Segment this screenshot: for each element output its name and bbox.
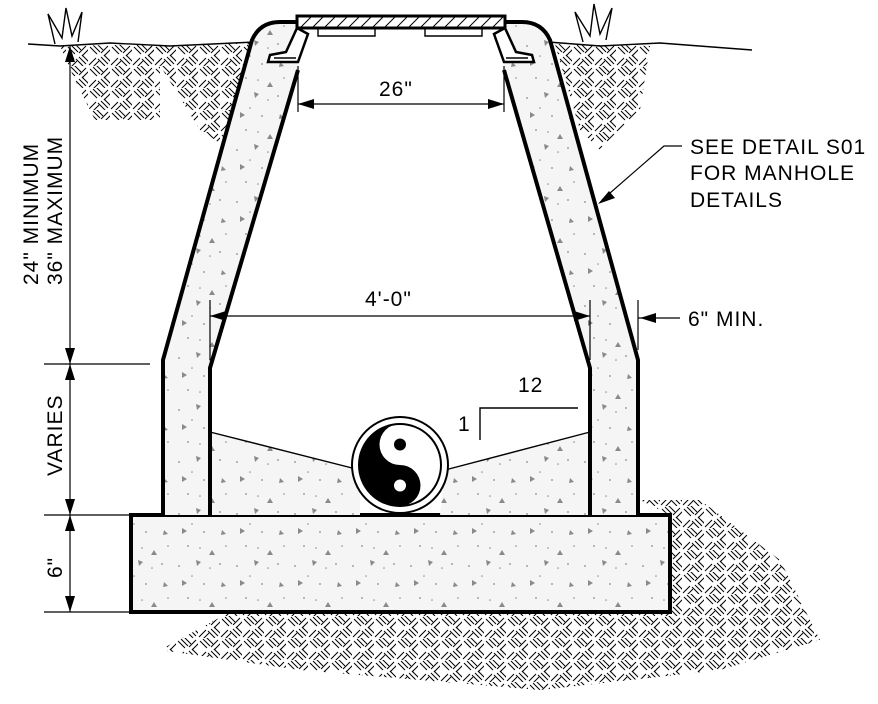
cover-width-dimension <box>297 66 505 112</box>
vertical-dimensions <box>44 46 150 613</box>
bench-slope-line <box>209 431 361 471</box>
outer-wall-outline <box>504 20 640 515</box>
arrowhead <box>640 313 656 323</box>
slab-thickness-label: 6" <box>44 557 67 578</box>
base-width-dimension <box>209 300 591 360</box>
inner-wall-outline <box>208 69 300 515</box>
bench-slope-line <box>444 431 591 471</box>
slope-run-label: 12 <box>518 374 543 397</box>
ground-line <box>27 41 753 51</box>
depth-min-label: 24" MINIMUM <box>20 143 43 285</box>
callout-line-1: SEE DETAIL S01 <box>690 136 866 159</box>
bench-fill <box>210 432 590 515</box>
soil-hatching <box>60 42 820 690</box>
cover-width-label: 26" <box>379 78 413 101</box>
callout-line-3: DETAILS <box>690 189 783 212</box>
manhole-frame-cover <box>266 14 536 64</box>
left-wall <box>163 22 298 515</box>
wall-thickness-label: 6" MIN. <box>688 308 764 331</box>
arrowhead <box>574 311 590 321</box>
outer-wall-outline <box>161 20 298 515</box>
wall-thickness-dimension <box>637 300 680 350</box>
grass-tuft-icon <box>574 3 613 43</box>
grass-tuft-icon <box>47 7 83 45</box>
slope-indicator <box>479 407 578 440</box>
right-wall <box>504 22 638 515</box>
arrowhead <box>598 191 615 204</box>
slope-rise-label: 1 <box>458 413 471 436</box>
arrowhead <box>488 99 504 109</box>
base-width-label: 4'-0" <box>365 288 412 311</box>
callout-leader <box>601 145 682 201</box>
yin-yang-pipe-icon <box>351 416 449 514</box>
base-slab <box>129 513 672 614</box>
inner-wall-outline <box>502 69 592 515</box>
varies-label: VARIES <box>44 395 67 476</box>
arrowhead <box>210 311 226 321</box>
depth-max-label: 36" MAXIMUM <box>44 136 67 285</box>
callout-line-2: FOR MANHOLE <box>690 162 855 185</box>
arrowhead <box>298 99 314 109</box>
